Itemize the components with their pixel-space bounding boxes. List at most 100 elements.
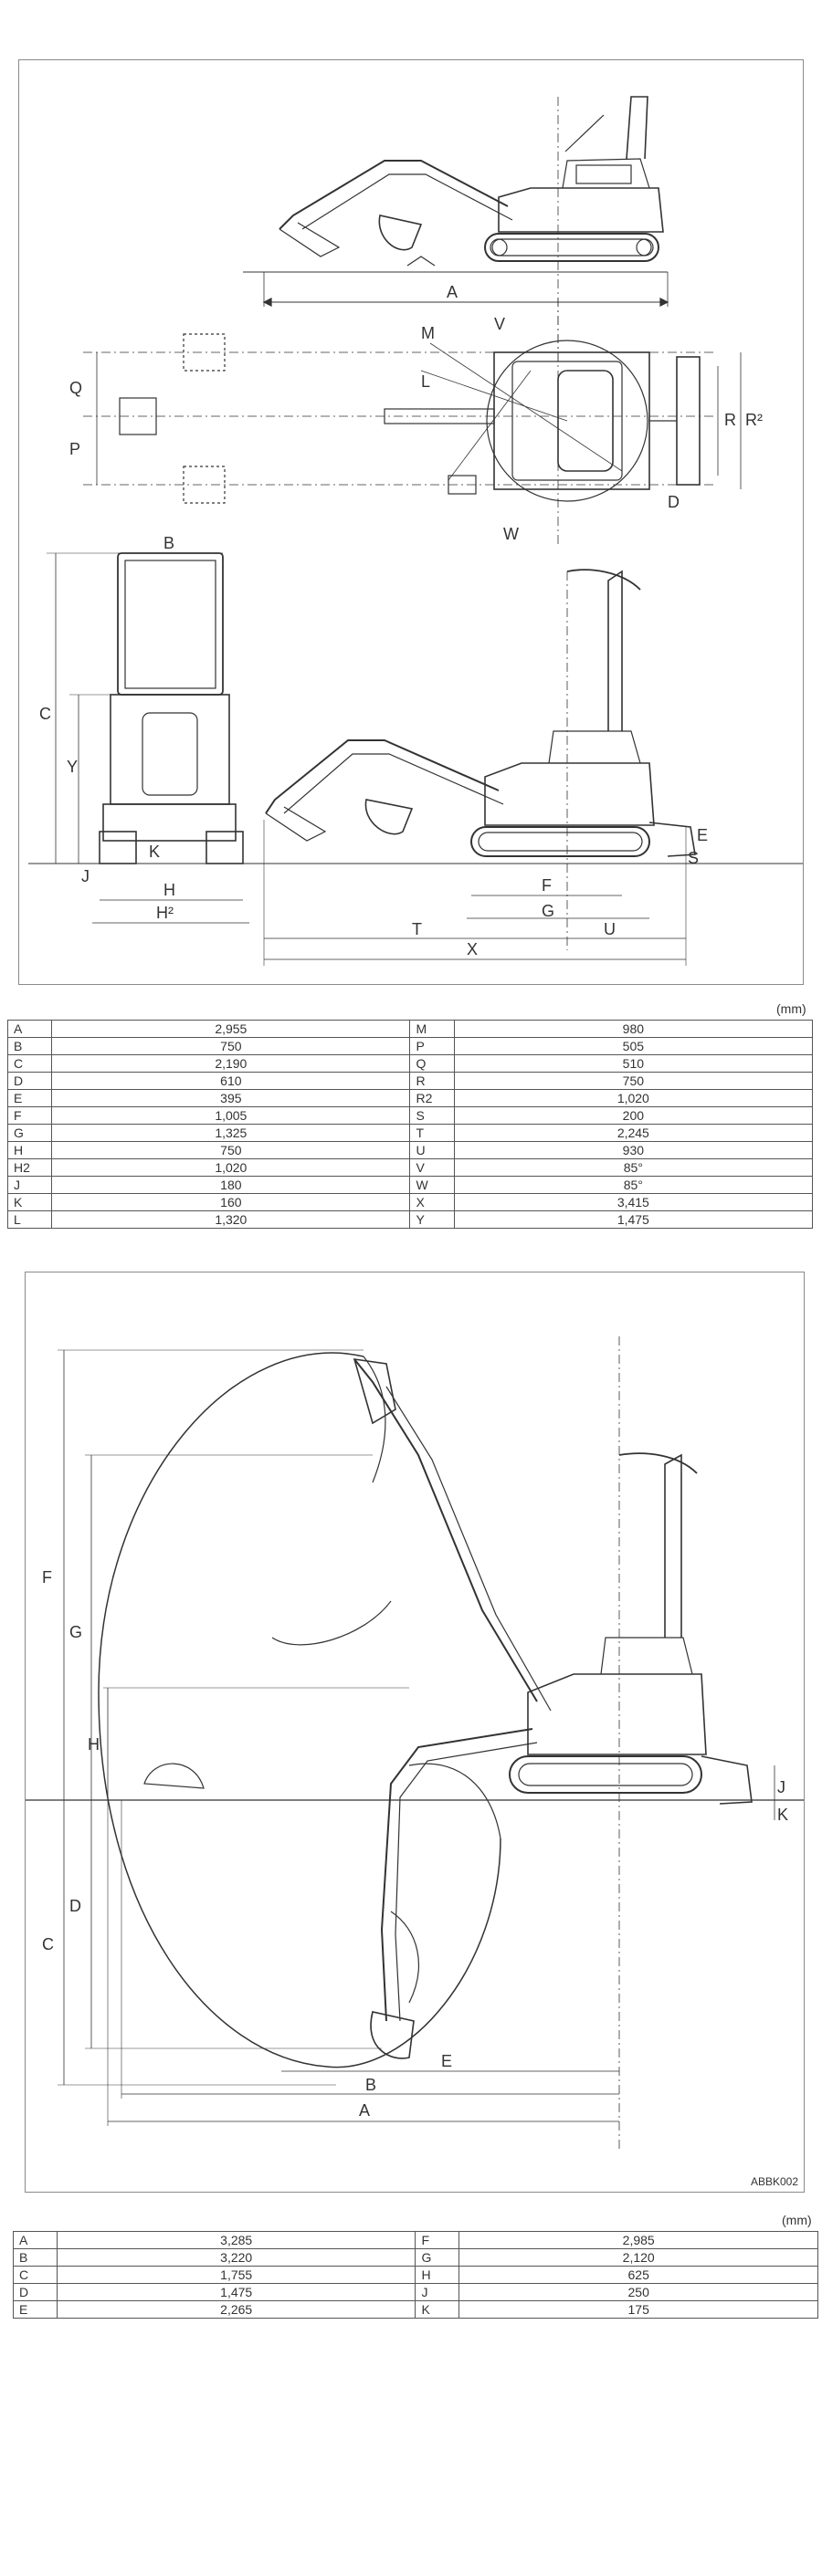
dimension-value-cell: 1,755 (56, 2266, 416, 2284)
dim-label-Y: Y (67, 758, 78, 776)
dimension-key-cell: D (6, 1072, 53, 1090)
dim-label-U: U (604, 920, 616, 938)
dim-label-T: T (412, 920, 422, 938)
dimension-key-cell: L (6, 1210, 53, 1229)
dimension-value-cell: 1,020 (51, 1158, 411, 1177)
dim-label-J: J (81, 867, 90, 885)
dim-label-C: C (39, 705, 51, 723)
dimension-key-cell: B (13, 2248, 58, 2267)
dimension-value-cell: 395 (51, 1089, 411, 1107)
dimension-value-cell: 1,320 (51, 1210, 411, 1229)
dimension-key-cell: G (415, 2248, 460, 2267)
dimension-key-cell: G (6, 1124, 53, 1142)
dimension-value-cell: 175 (458, 2300, 818, 2319)
dimension-value-cell: 2,265 (56, 2300, 416, 2319)
dimension-value-cell: 2,955 (51, 1020, 411, 1038)
side-view-top: A (243, 96, 669, 363)
dimension-key-cell: C (13, 2266, 58, 2284)
dimension-value-cell: 3,415 (453, 1193, 814, 1211)
dimension-key-cell: K (415, 2300, 460, 2319)
dimension-key-cell: H (415, 2266, 460, 2284)
dim-label-W: W (503, 525, 519, 543)
dimension-key-cell: X (409, 1193, 455, 1211)
range-label-J: J (777, 1778, 785, 1796)
dimension-key-cell: A (13, 2231, 58, 2249)
dimension-value-cell: 2,985 (458, 2231, 818, 2249)
dim-label-B: B (163, 534, 174, 552)
dim-label-Q: Q (69, 379, 82, 397)
dimension-value-cell: 980 (453, 1020, 814, 1038)
dimension-diagram-frame: A Q P R R² M V L W (18, 59, 804, 985)
dimension-key-cell: P (409, 1037, 455, 1055)
range-label-K: K (777, 1806, 788, 1824)
dimension-key-cell: J (6, 1176, 53, 1194)
dim-label-S: S (688, 849, 699, 867)
dimension-key-cell: R2 (409, 1089, 455, 1107)
figure-code: ABBK002 (750, 2175, 798, 2188)
unit-label-2: (mm) (782, 2213, 812, 2227)
dimension-value-cell: 2,245 (453, 1124, 814, 1142)
range-label-F: F (42, 1568, 52, 1586)
dimension-value-cell: 930 (453, 1141, 814, 1159)
dim-label-E: E (697, 826, 708, 844)
dimension-key-cell: K (6, 1193, 53, 1211)
dimension-key-cell: T (409, 1124, 455, 1142)
machine-dimensions-diagram: A Q P R R² M V L W (28, 96, 803, 966)
dimension-key-cell: C (6, 1054, 53, 1073)
dimension-value-cell: 1,005 (51, 1106, 411, 1125)
working-range-diagram: F G H C D E B A J K (26, 1336, 804, 2149)
working-range-diagram-frame: F G H C D E B A J K ABBK002 (25, 1272, 805, 2193)
range-label-A: A (359, 2101, 370, 2120)
dimension-value-cell: 3,220 (56, 2248, 416, 2267)
dimension-key-cell: Q (409, 1054, 455, 1073)
dimension-key-cell: H (6, 1141, 53, 1159)
dimension-value-cell: 2,190 (51, 1054, 411, 1073)
dim-label-K: K (149, 843, 160, 861)
dimension-key-cell: V (409, 1158, 455, 1177)
dimension-value-cell: 200 (453, 1106, 814, 1125)
dimension-key-cell: E (6, 1089, 53, 1107)
dimension-value-cell: 1,475 (453, 1210, 814, 1229)
dim-label-H2: H² (156, 904, 174, 922)
dimension-value-cell: 85° (453, 1158, 814, 1177)
dim-label-L: L (421, 372, 430, 391)
dim-label-X: X (467, 940, 478, 958)
dimension-value-cell: 1,475 (56, 2283, 416, 2301)
dimension-value-cell: 1,325 (51, 1124, 411, 1142)
dimension-key-cell: B (6, 1037, 53, 1055)
dimension-value-cell: 625 (458, 2266, 818, 2284)
dimension-key-cell: D (13, 2283, 58, 2301)
dimension-value-cell: 505 (453, 1037, 814, 1055)
dimension-value-cell: 750 (453, 1072, 814, 1090)
front-view: B C Y J K H H² (28, 534, 803, 924)
range-label-C: C (42, 1935, 54, 1953)
dimension-value-cell: 750 (51, 1141, 411, 1159)
dimension-value-cell: 3,285 (56, 2231, 416, 2249)
dimension-value-cell: 1,020 (453, 1089, 814, 1107)
dimension-value-cell: 85° (453, 1176, 814, 1194)
dimension-key-cell: F (415, 2231, 460, 2249)
dimension-value-cell: 610 (51, 1072, 411, 1090)
range-label-D: D (69, 1897, 81, 1915)
dimension-key-cell: R (409, 1072, 455, 1090)
dimension-key-cell: W (409, 1176, 455, 1194)
dimension-key-cell: M (409, 1020, 455, 1038)
dim-label-R2: R² (745, 411, 763, 429)
dimension-key-cell: U (409, 1141, 455, 1159)
unit-label-1: (mm) (776, 1001, 806, 1016)
